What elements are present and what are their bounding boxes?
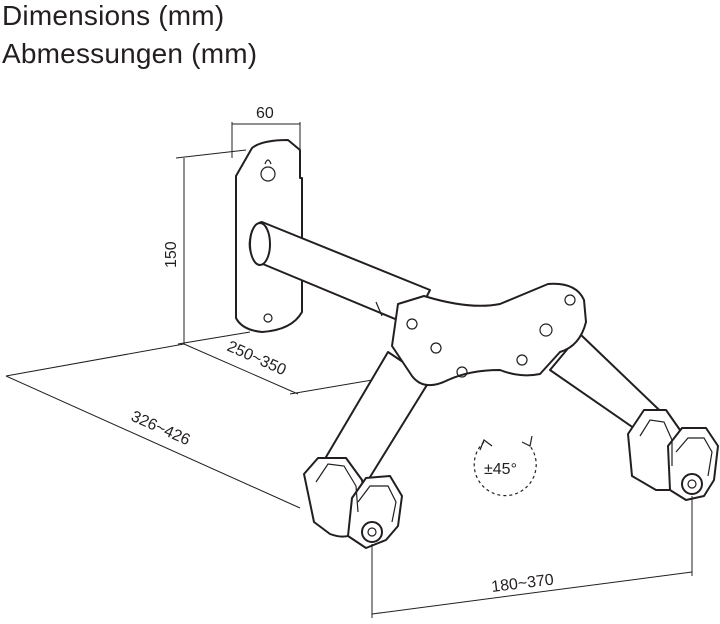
- dimension-total-depth: 326~426: [5, 343, 301, 509]
- left-hook: [303, 457, 403, 549]
- dimension-hook-spacing: 180~370: [371, 496, 693, 618]
- rotation-indicator: ±45°: [473, 435, 537, 497]
- dimension-arm-length: 250~350: [183, 338, 385, 395]
- dimension-plate-height: 150: [163, 149, 251, 345]
- title-german: Abmessungen (mm): [2, 38, 258, 69]
- dimension-plate-width: 60: [231, 105, 301, 158]
- label-rotation: ±45°: [484, 461, 517, 478]
- center-bracket: [391, 282, 587, 387]
- label-hook-spacing: 180~370: [490, 571, 554, 596]
- right-hook: [627, 409, 719, 501]
- label-plate-width: 60: [256, 105, 274, 122]
- label-plate-height: 150: [163, 241, 180, 268]
- label-arm-length: 250~350: [224, 338, 288, 379]
- arm-tube: [248, 221, 431, 327]
- label-total-depth: 326~426: [128, 408, 192, 449]
- title-english: Dimensions (mm): [2, 0, 225, 31]
